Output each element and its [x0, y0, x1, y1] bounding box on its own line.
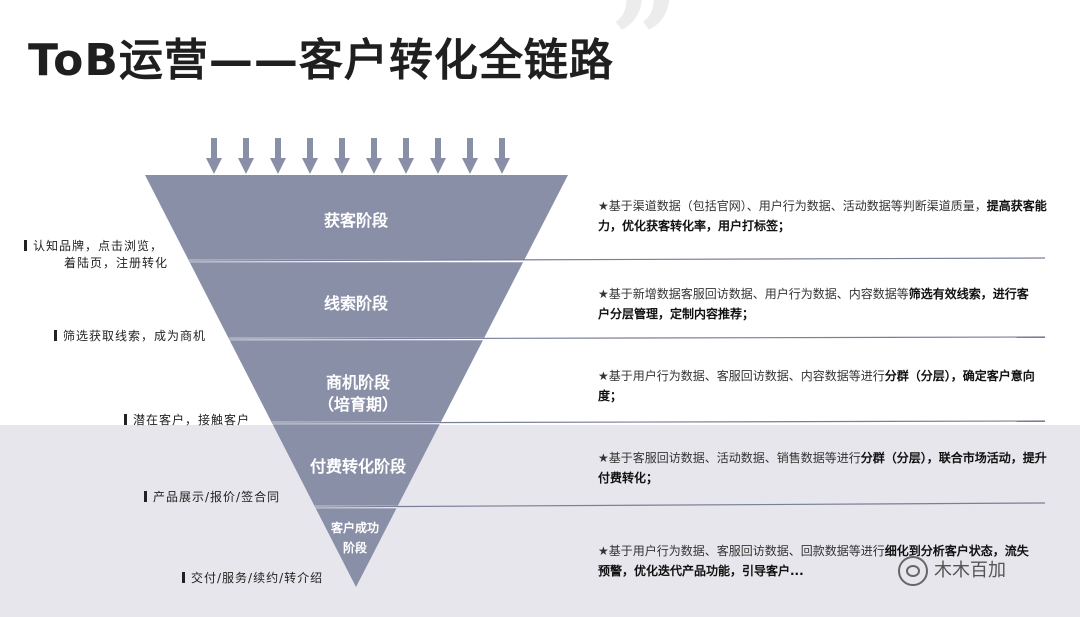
input-arrow-shaft: [467, 138, 473, 160]
side-note-opportunity: 潜在客户，接触客户: [124, 411, 250, 428]
note-bar-icon: [144, 491, 147, 502]
input-arrow-shaft: [275, 138, 281, 160]
description-opportunity: ★基于用户行为数据、客服回访数据、内容数据等进行分群（分层），确定客户意向度；: [598, 369, 1035, 403]
input-arrow-head: [206, 158, 222, 174]
input-arrows: [206, 138, 510, 174]
stage-label-opportunity: 商机阶段 （培育期）: [318, 372, 398, 416]
input-arrow-shaft: [339, 138, 345, 160]
stage-connector-line: [272, 420, 1046, 424]
watermark: 木木百加: [898, 556, 1006, 586]
note-bar-icon: [182, 572, 185, 583]
side-note-success: 交付/服务/续约/转介绍: [182, 569, 323, 586]
page-title: ToB运营——客户转化全链路: [28, 35, 614, 86]
note-bar-icon: [124, 414, 127, 425]
stage-label-success: 客户成功 阶段: [331, 518, 379, 558]
description-lead: ★基于新增数据客服回访数据、用户行为数据、内容数据等筛选有效线索，进行客户分层管…: [598, 287, 1029, 321]
side-note-conversion: 产品展示/报价/签合同: [144, 488, 280, 505]
input-arrow-head: [494, 158, 510, 174]
wechat-icon: [898, 556, 928, 586]
stage-label-opportunity-sub: （培育期）: [317, 395, 399, 414]
stage-label-acquisition: 获客阶段: [323, 211, 389, 230]
stage-connector-line: [315, 502, 1046, 508]
input-arrow-head: [366, 158, 382, 174]
side-note-lead: 筛选获取线索，成为商机: [54, 327, 206, 344]
input-arrow-head: [398, 158, 414, 174]
stage-label-lead: 线索阶段: [323, 294, 389, 313]
note-bar-icon: [24, 240, 27, 251]
stage-label-conversion: 付费转化阶段: [309, 457, 407, 476]
side-note-acquisition: 认知品牌，点击浏览， 着陆页，注册转化: [24, 238, 168, 272]
note-bar-icon: [54, 330, 57, 341]
description-conversion: ★基于客服回访数据、活动数据、销售数据等进行分群（分层），联合市场活动，提升付费…: [598, 451, 1047, 485]
input-arrow-head: [270, 158, 286, 174]
funnel-shape: [145, 175, 568, 587]
decorative-quote-mark: ”: [610, 0, 680, 112]
input-arrow-shaft: [435, 138, 441, 160]
input-arrow-shaft: [211, 138, 217, 160]
input-arrow-head: [462, 158, 478, 174]
stage-label-opportunity-main: 商机阶段: [325, 373, 391, 392]
description-success: ★基于用户行为数据、客服回访数据、回款数据等进行细化到分析客户状态，流失预警，优…: [598, 544, 1029, 578]
bottom-background-band: [0, 425, 1080, 617]
input-arrow-head: [238, 158, 254, 174]
input-arrow-head: [302, 158, 318, 174]
stage-label-success-main: 客户成功: [330, 521, 380, 535]
input-arrow-head: [334, 158, 350, 174]
input-arrow-shaft: [371, 138, 377, 160]
description-acquisition: ★基于渠道数据（包括官网）、用户行为数据、活动数据等判断渠道质量，提高获客能力，…: [598, 199, 1047, 233]
input-arrow-shaft: [243, 138, 249, 160]
stage-label-success-sub: 阶段: [342, 541, 368, 555]
stage-dividers: [189, 257, 1046, 509]
stage-connector-line: [189, 257, 1046, 262]
input-arrow-shaft: [307, 138, 313, 160]
stage-connector-line: [228, 336, 1046, 340]
input-arrow-head: [430, 158, 446, 174]
input-arrow-shaft: [499, 138, 505, 160]
input-arrow-shaft: [403, 138, 409, 160]
